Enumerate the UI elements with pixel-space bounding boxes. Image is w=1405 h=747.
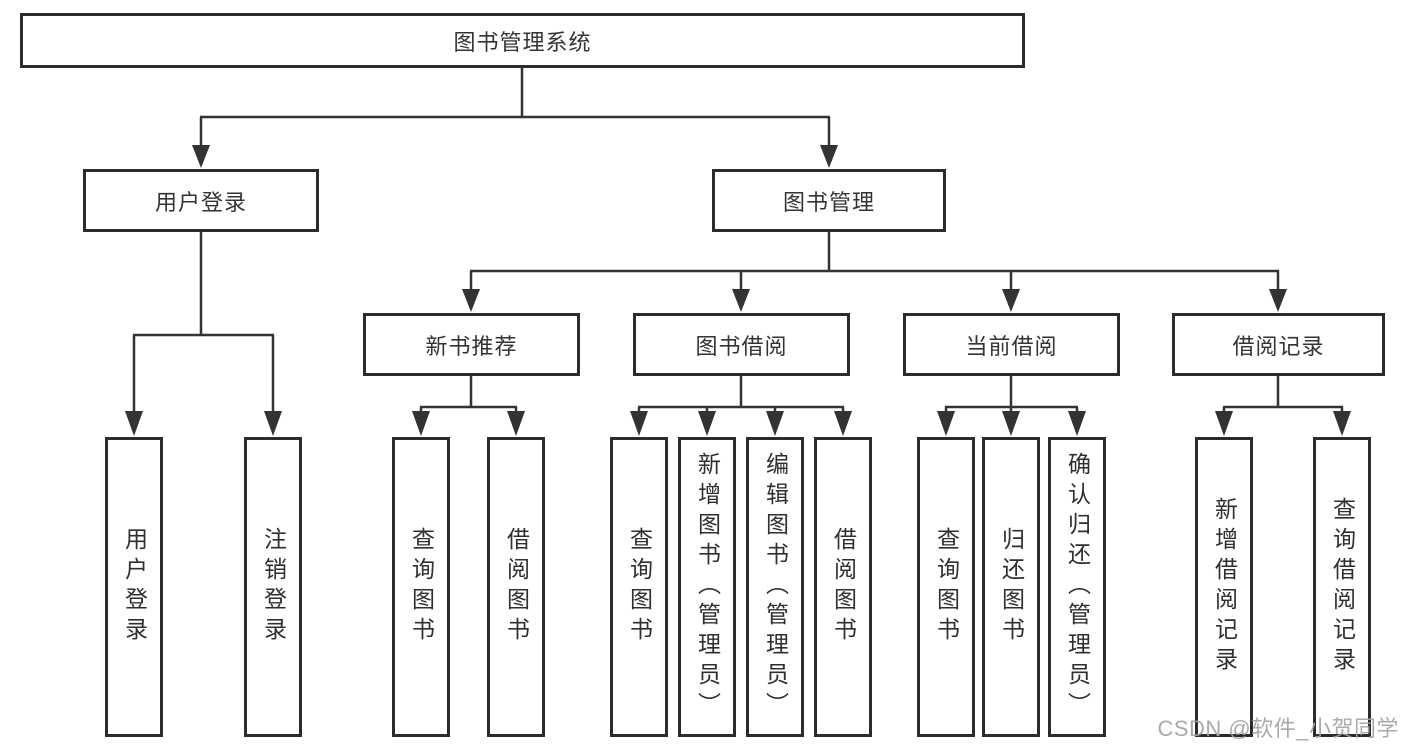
leaf-edit-book-admin: 编辑图书（管理员）: [746, 437, 804, 737]
leaf-return-book: 归还图书: [982, 437, 1040, 737]
leaf-borrow-books: 借阅图书: [814, 437, 872, 737]
leaf-return-book-label: 归还图书: [998, 527, 1025, 647]
node-borrowing-records: 借阅记录: [1172, 313, 1385, 376]
leaf-confirm-return-admin-label: 确认归还（管理员）: [1064, 452, 1091, 722]
leaf-query-borrow-record: 查询借阅记录: [1313, 437, 1371, 737]
leaf-query-borrow-record-label: 查询借阅记录: [1329, 497, 1356, 677]
node-user-login-label: 用户登录: [154, 189, 247, 215]
leaf-user-login-label: 用户登录: [121, 527, 148, 647]
node-book-borrowing-label: 图书借阅: [695, 333, 788, 359]
node-book-management-label: 图书管理: [782, 189, 875, 215]
node-root-label: 图书管理系统: [453, 29, 592, 55]
leaf-confirm-return-admin: 确认归还（管理员）: [1048, 437, 1106, 737]
leaf-query-books-recommend: 查询图书: [392, 437, 450, 737]
leaf-logout-label: 注销登录: [260, 527, 287, 647]
leaf-add-book-admin-label: 新增图书（管理员）: [694, 452, 721, 722]
node-borrowing-records-label: 借阅记录: [1232, 333, 1325, 359]
node-current-borrowing-label: 当前借阅: [965, 333, 1058, 359]
leaf-query-books-current: 查询图书: [917, 437, 975, 737]
leaf-add-borrow-record: 新增借阅记录: [1195, 437, 1253, 737]
node-book-borrowing: 图书借阅: [633, 313, 850, 376]
leaf-edit-book-admin-label: 编辑图书（管理员）: [762, 452, 789, 722]
leaf-query-books-recommend-label: 查询图书: [408, 527, 435, 647]
csdn-watermark: CSDN @软件_小贺同学: [1157, 716, 1399, 741]
leaf-query-books-borrow-label: 查询图书: [626, 527, 653, 647]
node-root: 图书管理系统: [20, 13, 1025, 68]
leaf-borrow-books-recommend: 借阅图书: [487, 437, 545, 737]
leaf-add-borrow-record-label: 新增借阅记录: [1211, 497, 1238, 677]
node-book-management: 图书管理: [712, 169, 946, 232]
leaf-query-books-current-label: 查询图书: [933, 527, 960, 647]
leaf-borrow-books-recommend-label: 借阅图书: [503, 527, 530, 647]
node-user-login: 用户登录: [83, 169, 319, 232]
node-new-book-recommendation-label: 新书推荐: [425, 333, 518, 359]
leaf-user-login: 用户登录: [105, 437, 163, 737]
leaf-add-book-admin: 新增图书（管理员）: [678, 437, 736, 737]
node-new-book-recommendation: 新书推荐: [363, 313, 580, 376]
node-current-borrowing: 当前借阅: [903, 313, 1120, 376]
leaf-query-books-borrow: 查询图书: [610, 437, 668, 737]
leaf-borrow-books-label: 借阅图书: [830, 527, 857, 647]
leaf-logout: 注销登录: [244, 437, 302, 737]
